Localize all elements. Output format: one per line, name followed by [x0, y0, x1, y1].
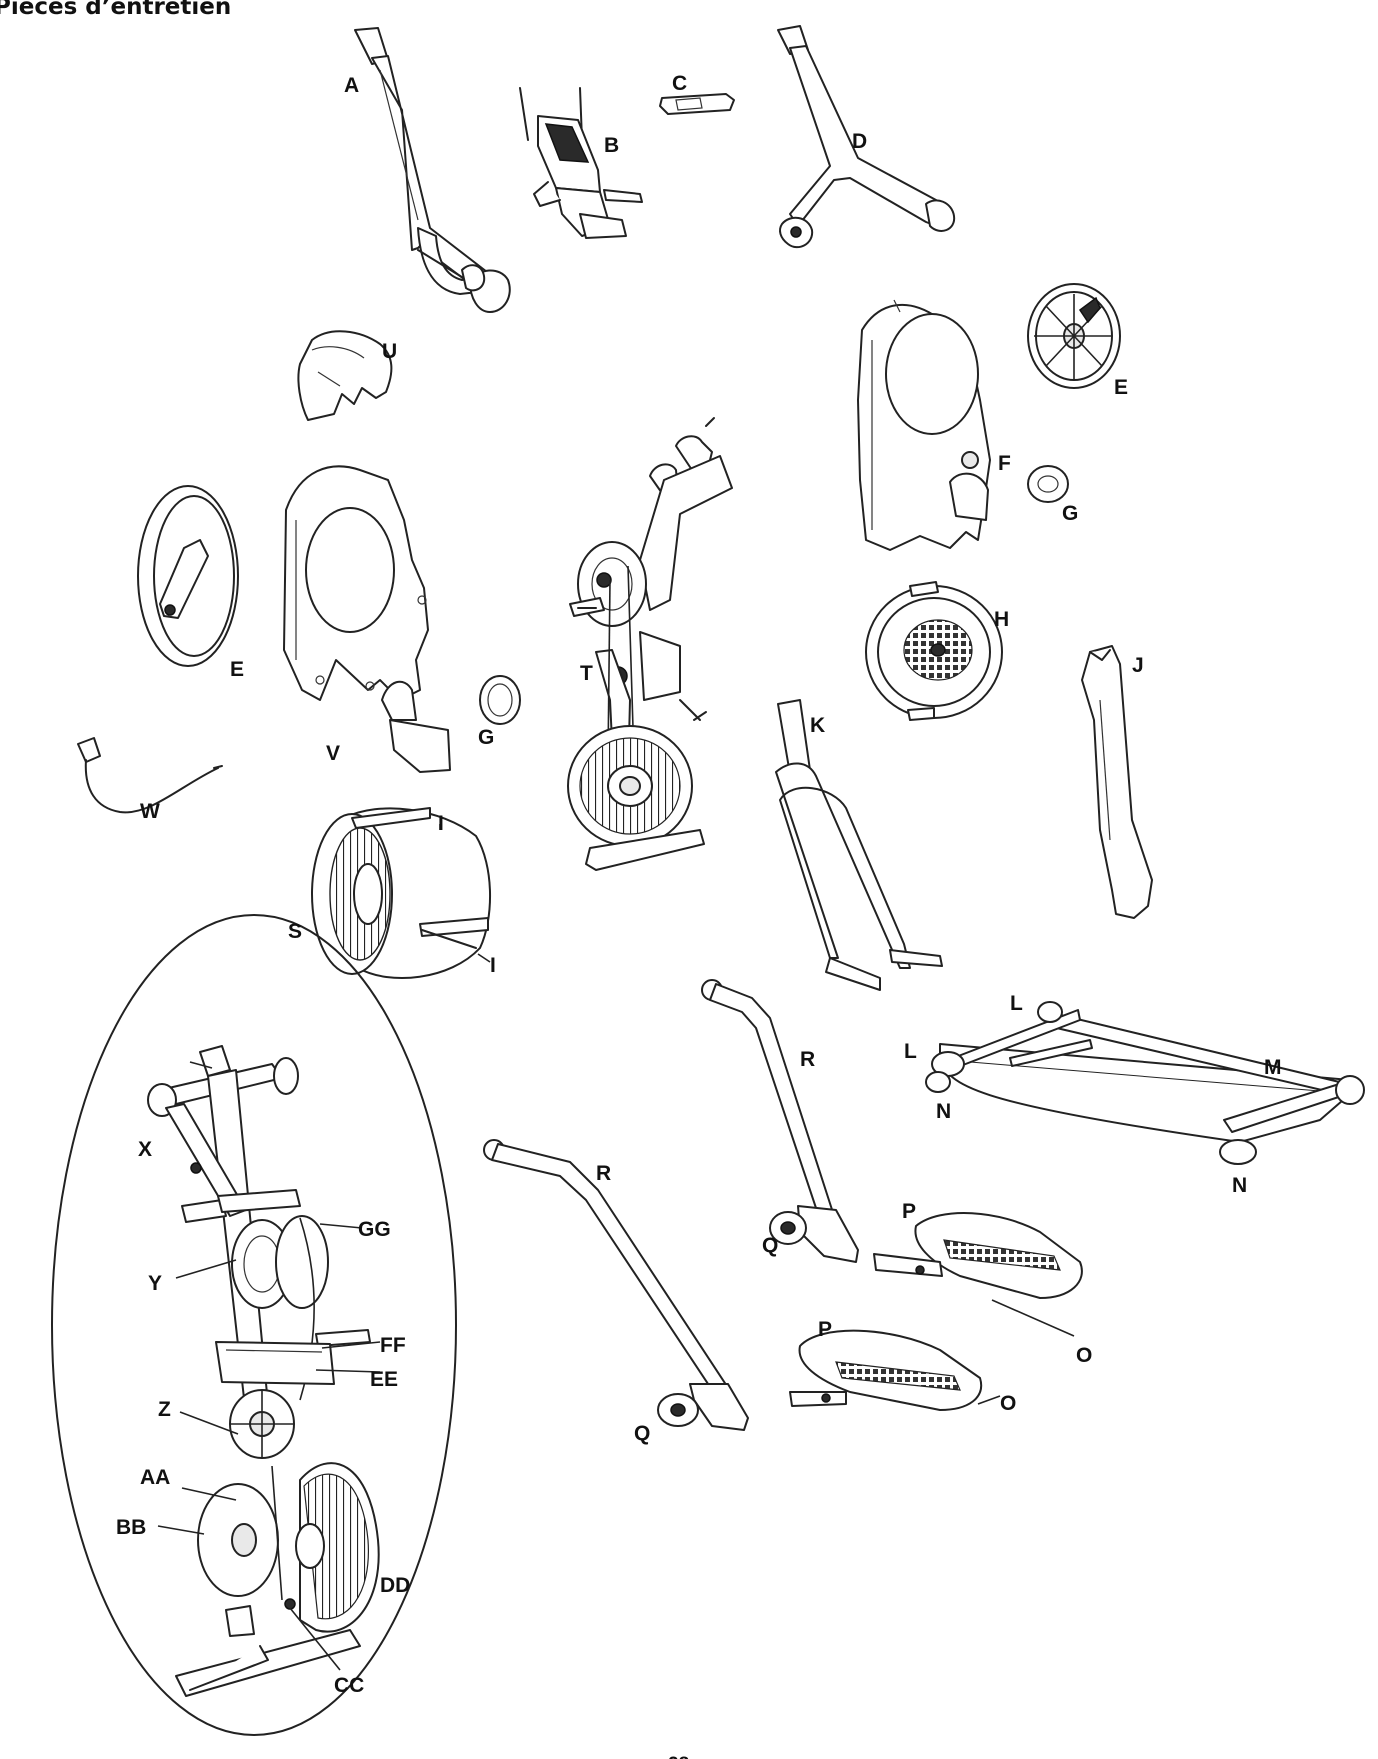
label-u: U — [382, 340, 397, 363]
part-f-right-shroud — [857, 299, 991, 551]
part-g-left-washer — [479, 675, 521, 725]
label-n-right: N — [1232, 1174, 1247, 1197]
label-c: C — [672, 72, 687, 95]
part-labels: A B C D E F G U E H J T K G V W I S I L … — [116, 72, 1282, 1697]
label-k: K — [810, 714, 825, 737]
part-p-o-upper-pedal — [873, 1212, 1083, 1299]
label-l-lower: L — [904, 1040, 917, 1063]
label-s: S — [288, 920, 302, 943]
part-b-console — [519, 87, 643, 239]
part-v-left-shroud — [283, 465, 451, 773]
detail-oval-inset — [51, 914, 457, 1736]
part-p-o-lower-pedal — [789, 1329, 983, 1411]
part-t-center-frame — [567, 417, 733, 871]
page-number: 28 — [668, 1754, 689, 1759]
part-a-left-handlebar — [354, 27, 511, 313]
part-i-s-fan-housing — [311, 807, 492, 979]
label-p-lower: P — [818, 1318, 832, 1341]
label-a: A — [344, 74, 359, 97]
label-r-upper: R — [800, 1048, 815, 1071]
label-r-lower: R — [596, 1162, 611, 1185]
label-bb: BB — [116, 1516, 146, 1539]
label-i-lower: I — [490, 954, 496, 977]
label-e-right: E — [1114, 376, 1128, 399]
label-t: T — [580, 662, 593, 685]
part-k-front-stabilizer — [775, 699, 943, 991]
part-w-power-cable — [77, 737, 223, 814]
label-q-upper: Q — [762, 1234, 778, 1257]
label-gg: GG — [358, 1218, 391, 1241]
label-v: V — [326, 742, 340, 765]
label-y: Y — [148, 1272, 162, 1295]
part-r-left-pedal-arm — [483, 1139, 749, 1431]
label-e-left: E — [230, 658, 244, 681]
label-g-left: G — [478, 726, 494, 749]
part-u-top-cover — [297, 330, 393, 421]
label-n-left: N — [936, 1100, 951, 1123]
label-b: B — [604, 134, 619, 157]
label-z: Z — [158, 1398, 171, 1421]
label-o-upper: O — [1076, 1344, 1092, 1367]
label-ff: FF — [380, 1334, 406, 1357]
part-d-right-handlebar — [777, 25, 956, 249]
label-o-lower: O — [1000, 1392, 1016, 1415]
label-g-right: G — [1062, 502, 1078, 525]
label-l-upper: L — [1010, 992, 1023, 1015]
part-e-right-cover-disc — [1027, 283, 1121, 389]
label-i-upper: I — [438, 812, 444, 835]
label-aa: AA — [140, 1466, 170, 1489]
leader-lines — [157, 824, 1075, 1671]
part-c-bracket — [659, 93, 735, 115]
label-h: H — [994, 608, 1009, 631]
label-x: X — [138, 1138, 152, 1161]
label-j: J — [1132, 654, 1144, 677]
label-p-upper: P — [902, 1200, 916, 1223]
part-g-right-washer — [1027, 465, 1069, 503]
page-title: Pièces d’entretien — [0, 0, 232, 20]
label-dd: DD — [380, 1574, 410, 1597]
part-h-fan-wheel — [865, 581, 1003, 721]
label-f: F — [998, 452, 1011, 475]
part-r-right-pedal-arm — [701, 979, 859, 1263]
label-q-lower: Q — [634, 1422, 650, 1445]
part-e-left-cover-disc — [137, 485, 239, 667]
detail-drive-assembly — [147, 1045, 380, 1697]
part-l-m-n-base-frame — [925, 1001, 1365, 1165]
label-ee: EE — [370, 1368, 398, 1391]
label-d: D — [852, 130, 867, 153]
label-w: W — [140, 800, 160, 823]
part-j-upright-cover — [1081, 645, 1153, 919]
label-cc: CC — [334, 1674, 364, 1697]
label-m: M — [1264, 1056, 1282, 1079]
